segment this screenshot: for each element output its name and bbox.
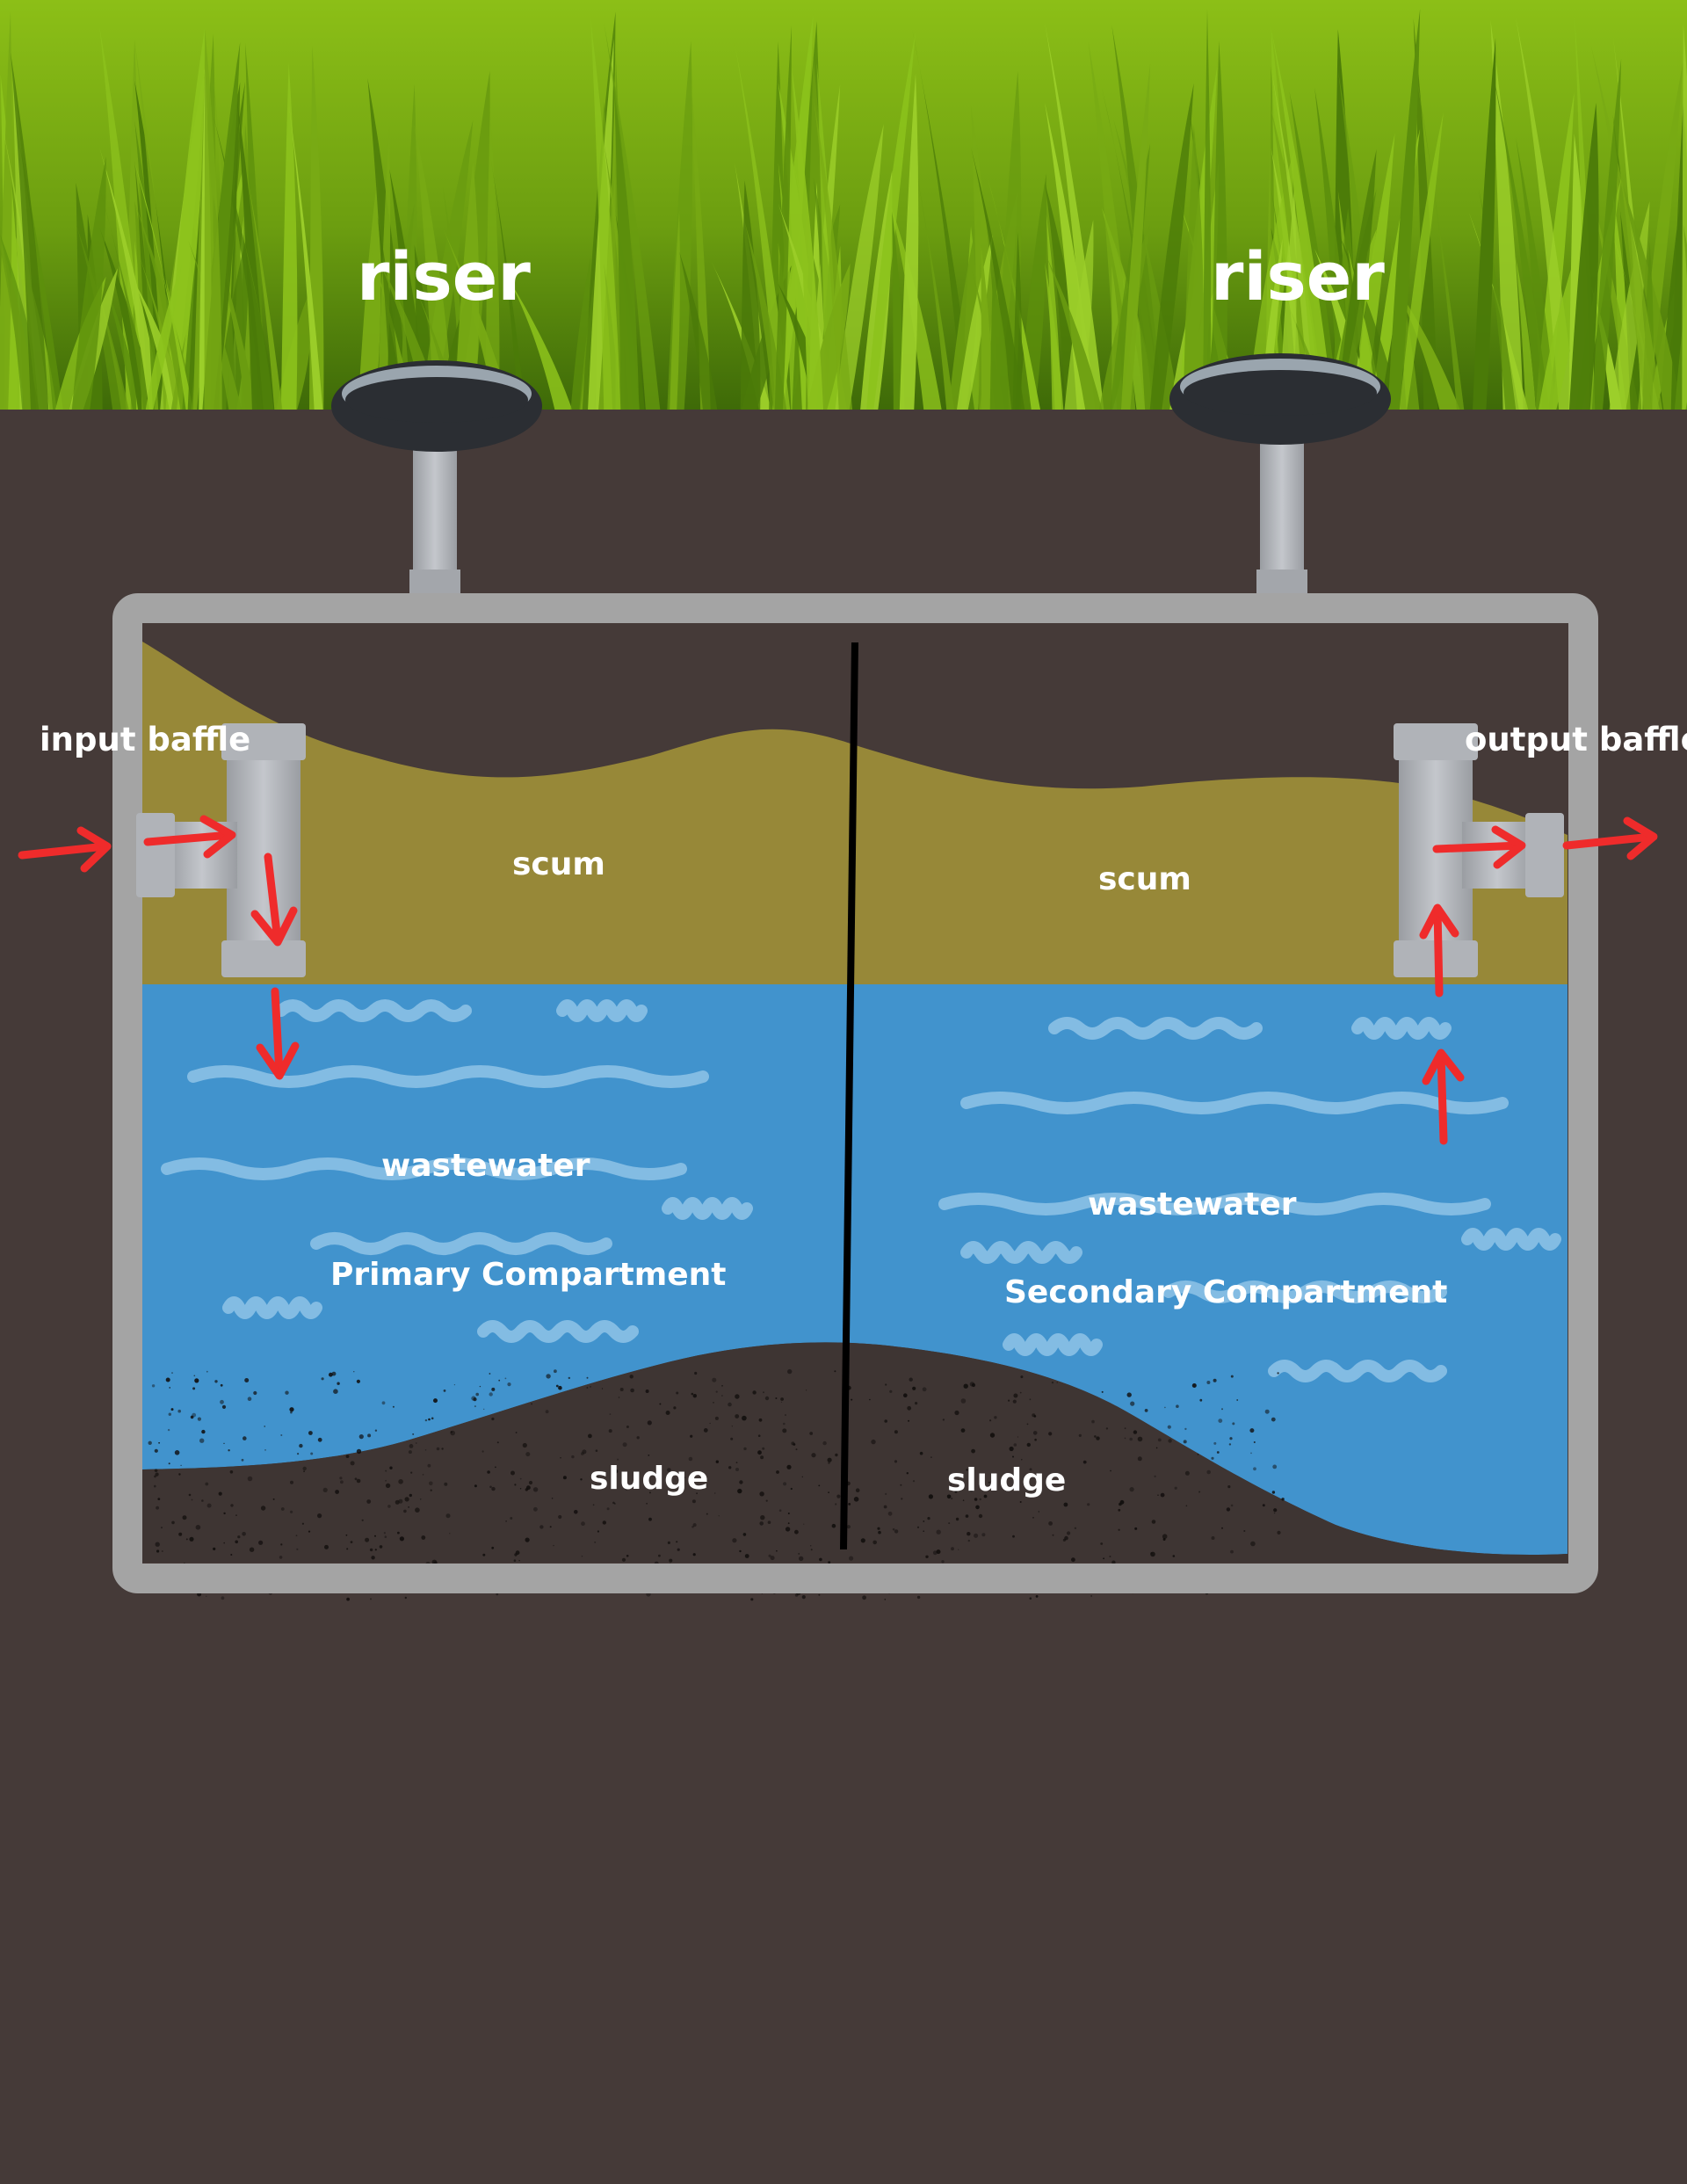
scum-right-label: scum [1098, 861, 1191, 897]
wastewater-right-label: wastewater [1088, 1186, 1297, 1223]
sludge-left-label: sludge [590, 1461, 709, 1497]
riser-right-pipe [1256, 439, 1307, 601]
compartment-divider [840, 642, 858, 1550]
inlet-discharge-arrow [256, 987, 300, 1080]
wastewater-layer [142, 984, 1568, 1556]
outflow-arrow [1562, 816, 1658, 860]
riser-left-label: riser [357, 237, 531, 316]
input-baffle-label: input baffle [40, 721, 251, 758]
inlet-arrow-down [250, 853, 298, 947]
output-baffle-label: output baffle [1465, 721, 1687, 758]
wastewater-left-label: wastewater [381, 1148, 590, 1184]
outlet-rise-arrow-lower [1422, 1048, 1465, 1145]
inflow-arrow [18, 826, 112, 873]
sludge-right-label: sludge [947, 1462, 1067, 1498]
water-waves [161, 999, 1561, 1382]
outlet-arrow-right [1432, 825, 1526, 869]
primary-compartment-label: Primary Compartment [330, 1257, 727, 1293]
riser-right-lid [1169, 353, 1391, 445]
sludge-layer [142, 1342, 1568, 1563]
sludge-particles [148, 1368, 1285, 1601]
secondary-compartment-label: Secondary Compartment [1004, 1274, 1448, 1310]
scum-left-label: scum [512, 846, 605, 882]
inlet-arrow-right [143, 815, 236, 859]
tank-wall [112, 593, 1598, 1593]
grass-field [0, 0, 1687, 410]
outlet-rise-arrow-upper [1419, 903, 1459, 998]
riser-right-label: riser [1211, 237, 1385, 316]
riser-left-lid [331, 360, 542, 452]
riser-left-pipe [409, 439, 460, 601]
